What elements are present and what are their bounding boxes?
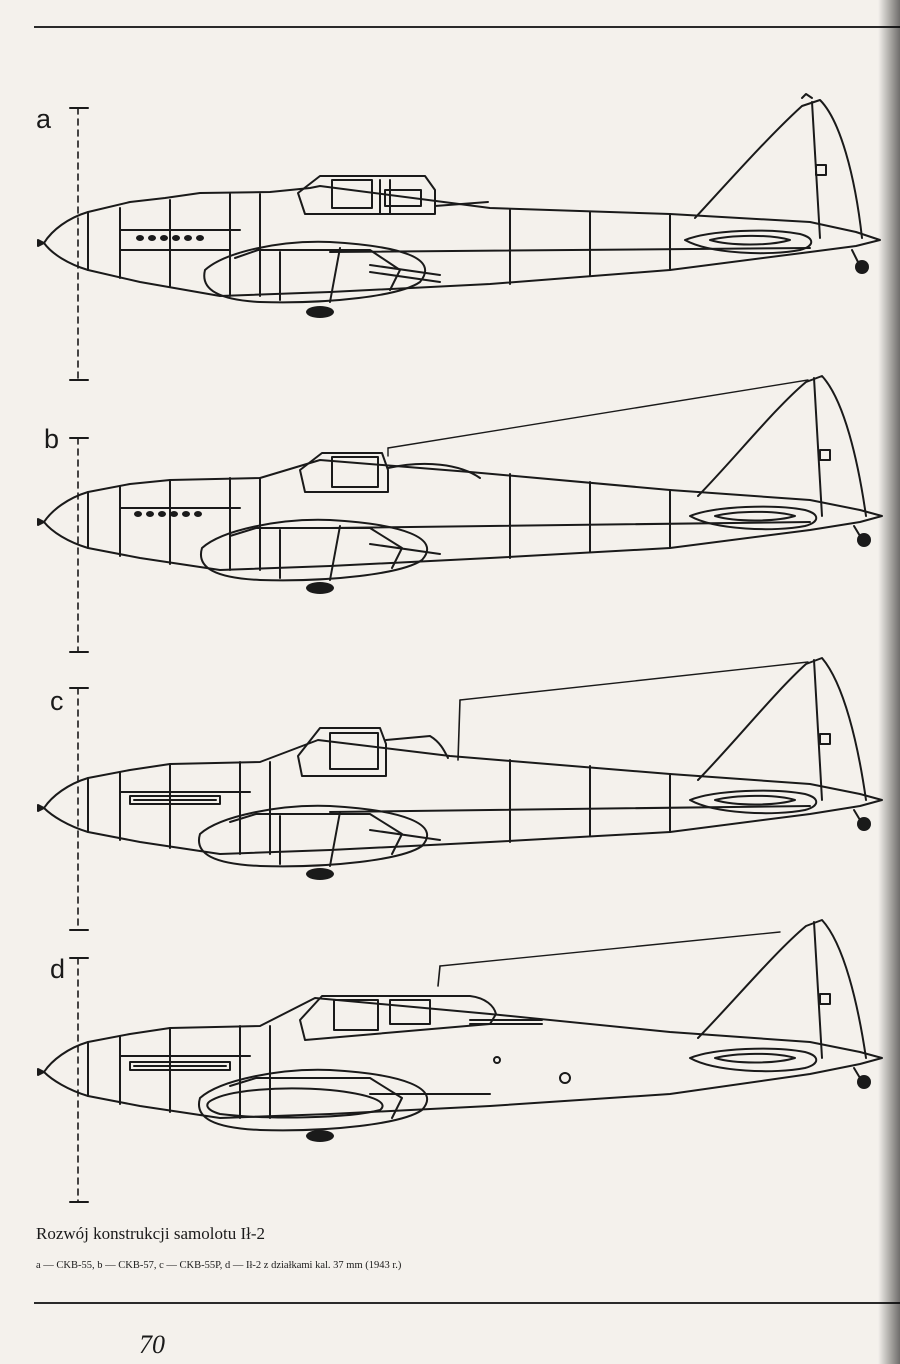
figure-caption-subtitle: a — CKB-55, b — CKB-57, c — CKB-55P, d —… [36, 1260, 402, 1271]
variant-label-d: d [50, 954, 66, 984]
page-edge-shadow [878, 0, 900, 1364]
aircraft-side-view-d [37, 919, 883, 1203]
page-number: 70 [139, 1330, 165, 1359]
top-rule [34, 26, 900, 28]
aircraft-side-view-a [37, 93, 881, 381]
aircraft-side-view-b [37, 375, 883, 653]
variant-label-c: c [50, 686, 64, 716]
variant-label-a: a [36, 104, 52, 134]
variant-label-b: b [44, 424, 60, 454]
figure-caption-title: Rozwój konstrukcji samolotu Ił-2 [36, 1224, 266, 1243]
bottom-rule [34, 1302, 900, 1304]
aircraft-side-view-c [37, 657, 883, 931]
